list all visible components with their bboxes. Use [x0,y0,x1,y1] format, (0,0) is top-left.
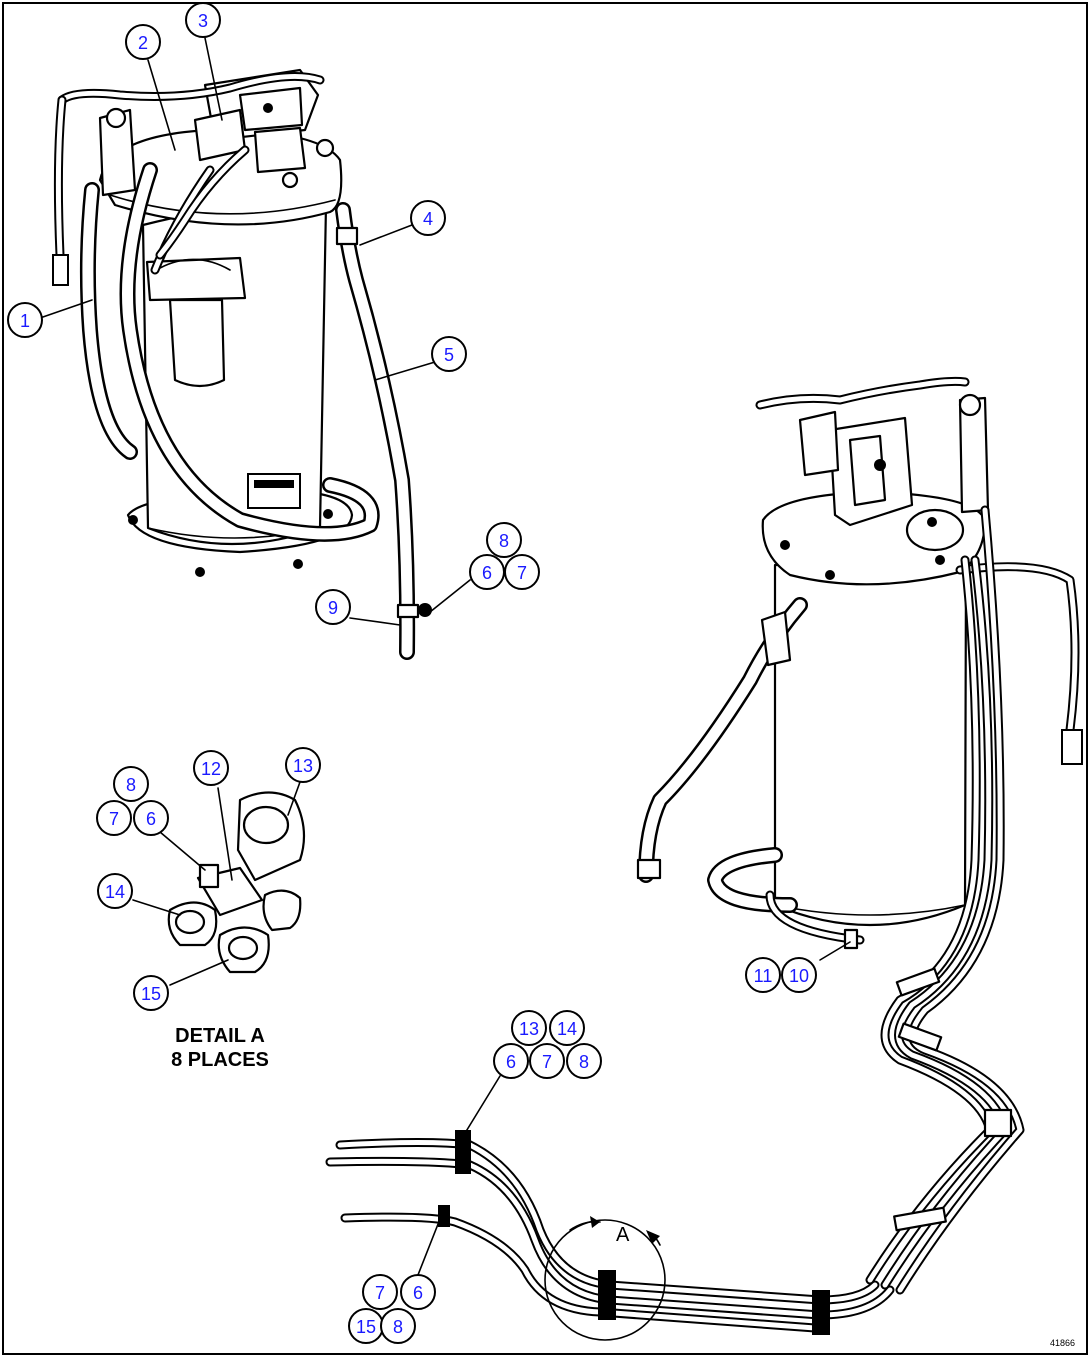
callout-number: 13 [519,1019,539,1039]
callout-10: 10 [781,957,817,993]
callout-13: 13 [511,1010,547,1046]
callout-number: 6 [146,809,156,829]
callout-13: 13 [285,747,321,783]
callout-7: 7 [529,1043,565,1079]
callout-8: 8 [486,522,522,558]
callout-number: 14 [105,882,125,902]
callout-8: 8 [380,1308,416,1344]
callout-4: 4 [410,200,446,236]
detail-a-caption: DETAIL A 8 PLACES [150,1024,290,1072]
callout-5: 5 [431,336,467,372]
callout-7: 7 [362,1274,398,1310]
callout-number: 7 [542,1052,552,1072]
callout-2: 2 [125,24,161,60]
callout-14: 14 [97,873,133,909]
callout-8: 8 [113,766,149,802]
detail-subtitle: 8 PLACES [171,1049,269,1071]
callout-number: 12 [201,759,221,779]
callout-number: 6 [413,1283,423,1303]
callout-15: 15 [348,1308,384,1344]
callout-number: 8 [579,1052,589,1072]
detail-title: DETAIL A [175,1025,265,1047]
callout-number: 13 [293,756,313,776]
callout-7: 7 [96,800,132,836]
callout-6: 6 [493,1043,529,1079]
callout-8: 8 [566,1043,602,1079]
callout-number: 8 [126,775,136,795]
leader-lines [39,37,851,1281]
callout-number: 9 [328,598,338,618]
callout-12: 12 [193,750,229,786]
callout-number: 6 [482,563,492,583]
view-marker-label: A [616,1224,630,1246]
callout-9: 9 [315,589,351,625]
callout-number: 6 [506,1052,516,1072]
detail-a-clamp [167,791,306,974]
figure-code: 41866 [1050,1338,1076,1348]
callout-number: 11 [754,966,773,986]
callout-number: 10 [789,966,809,986]
callout-number: 4 [423,209,433,229]
callout-number: 15 [356,1317,376,1337]
tank-assembly-left [52,68,432,660]
callout-number: 7 [375,1283,385,1303]
callout-number: 1 [20,311,30,331]
callout-6: 6 [469,554,505,590]
callout-number: 8 [499,531,509,551]
callout-6: 6 [400,1274,436,1310]
callout-number: 8 [393,1317,403,1337]
tank-assembly-right [636,376,1083,1295]
callout-7: 7 [504,554,540,590]
callout-number: 15 [141,984,161,1004]
callout-15: 15 [133,975,169,1011]
callout-number: 2 [138,33,148,53]
callout-number: 7 [109,809,119,829]
callout-number: 3 [198,11,208,31]
callout-number: 7 [517,563,527,583]
detail-a-view-circle [544,1219,666,1341]
callout-1: 1 [7,302,43,338]
callout-number: 5 [444,345,454,365]
tube-run [325,1130,895,1341]
callout-6: 6 [133,800,169,836]
callout-11: 11 [745,957,781,993]
callout-3: 3 [185,2,221,38]
callout-14: 14 [549,1010,585,1046]
callout-number: 14 [557,1019,577,1039]
